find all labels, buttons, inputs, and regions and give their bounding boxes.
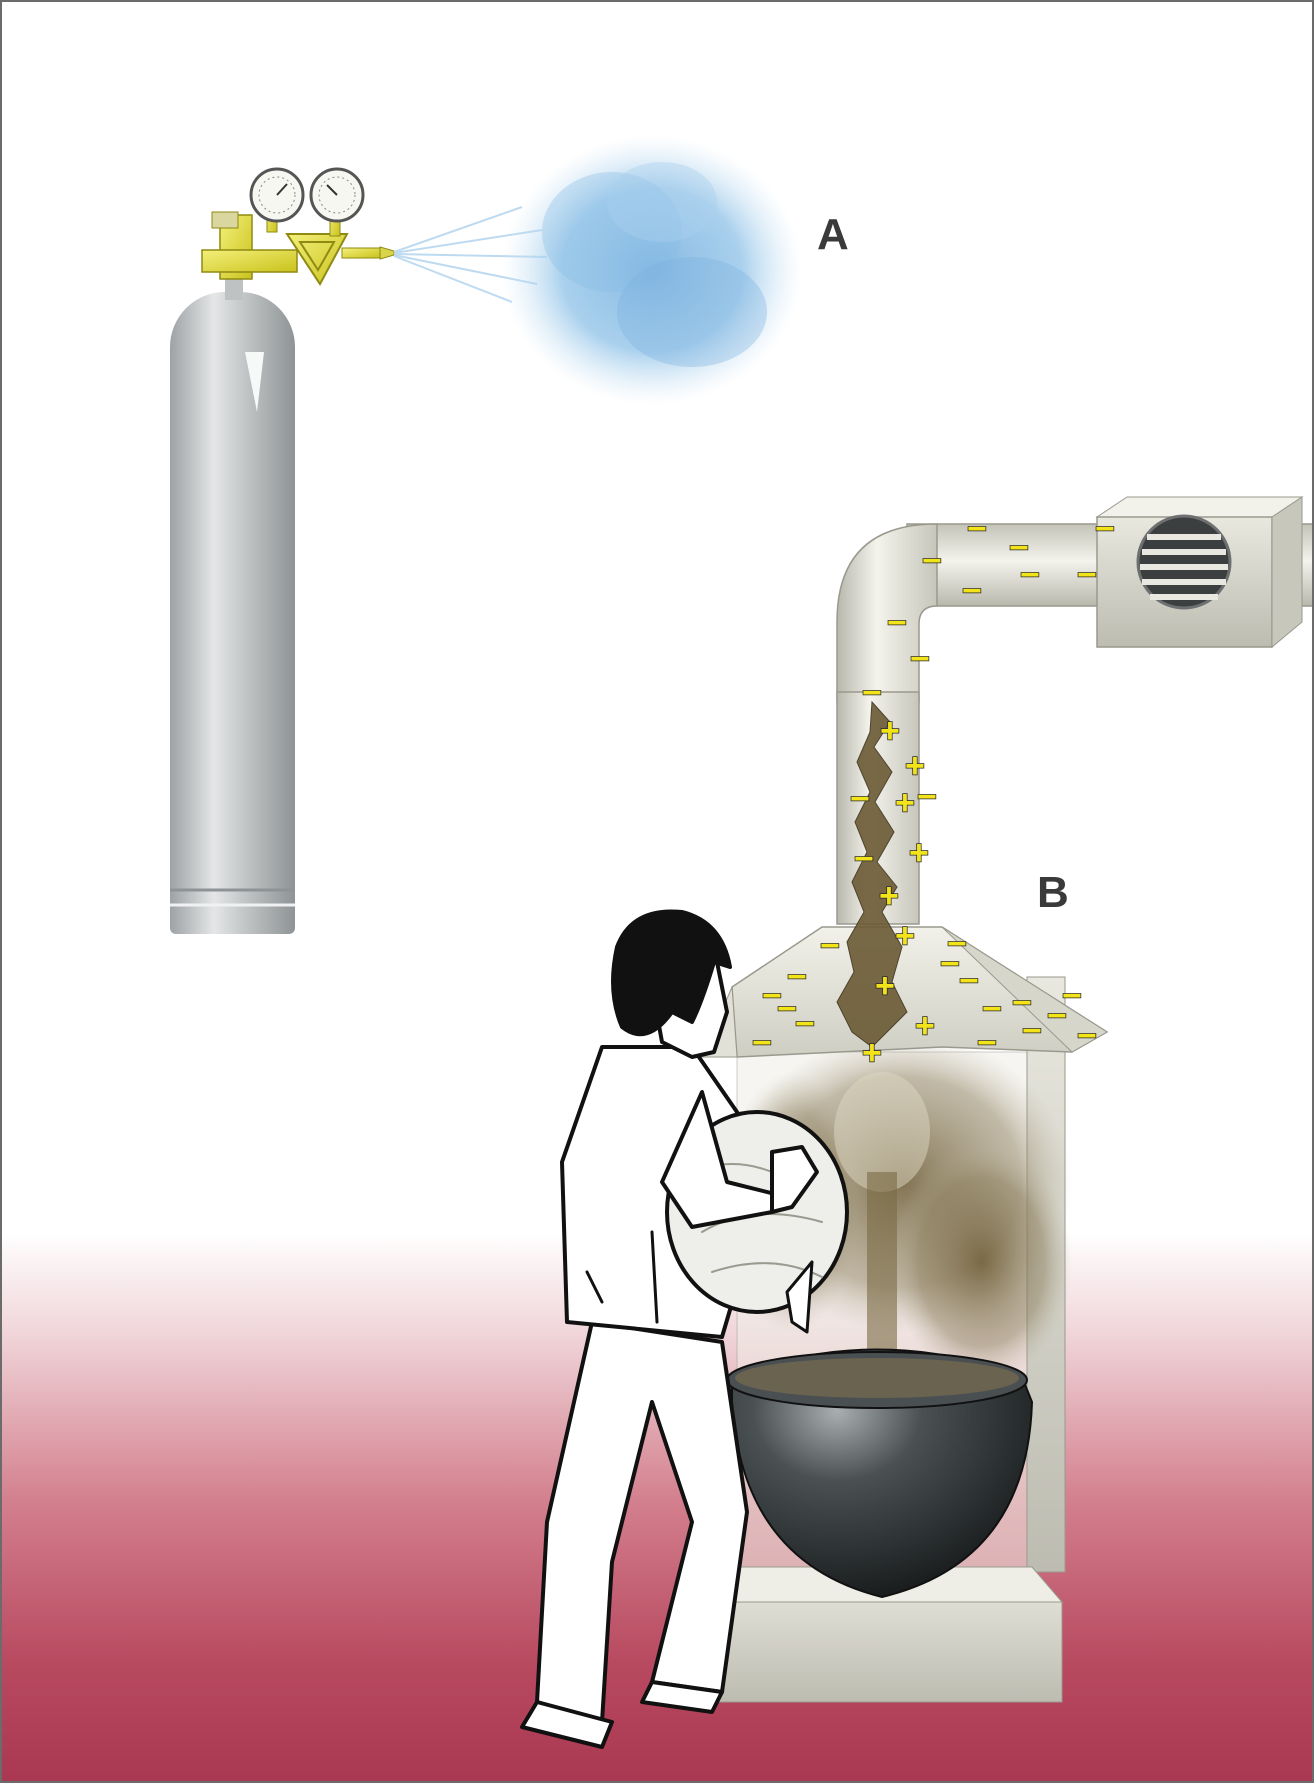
negative-charge-13: − [820,927,840,965]
positive-charge-5: + [915,1007,935,1045]
negative-charge-0: − [967,510,987,548]
negative-charge-5: − [1020,556,1040,594]
negative-charge-28: − [1077,1017,1097,1055]
negative-charge-20: − [940,945,960,983]
negative-charge-27: − [1062,977,1082,1015]
regulator [202,202,394,284]
positive-charge-1: + [909,834,929,872]
positive-charge-2: + [879,877,899,915]
positive-charge-7: + [905,747,925,785]
negative-charge-2: − [1095,510,1115,548]
positive-charge-8: + [880,712,900,750]
negative-charge-24: − [977,1024,997,1062]
negative-charge-18: − [795,1005,815,1043]
positive-charge-6: + [862,1034,882,1072]
negative-charge-6: − [1077,556,1097,594]
negative-charge-4: − [962,572,982,610]
positive-charge-3: + [895,917,915,955]
negative-charge-22: − [982,990,1002,1028]
negative-charge-12: − [854,840,874,878]
negative-charge-7: − [887,604,907,642]
negative-charge-21: − [959,962,979,1000]
negative-charge-16: − [752,1024,772,1062]
negative-charge-8: − [910,640,930,678]
negative-charge-3: − [922,542,942,580]
negative-charge-17: − [762,977,782,1015]
negative-charge-25: − [1012,984,1032,1022]
exhaust-fan-icon [1097,497,1302,647]
negative-charge-9: − [862,674,882,712]
pressure-gauge-icon [251,169,363,221]
gas-cylinder-icon [170,272,295,934]
positive-charge-0: + [895,784,915,822]
negative-charge-10: − [850,780,870,818]
label-b: B [1037,868,1069,918]
gas-cloud [502,135,802,405]
positive-charge-4: + [875,967,895,1005]
label-a: A [817,210,849,260]
